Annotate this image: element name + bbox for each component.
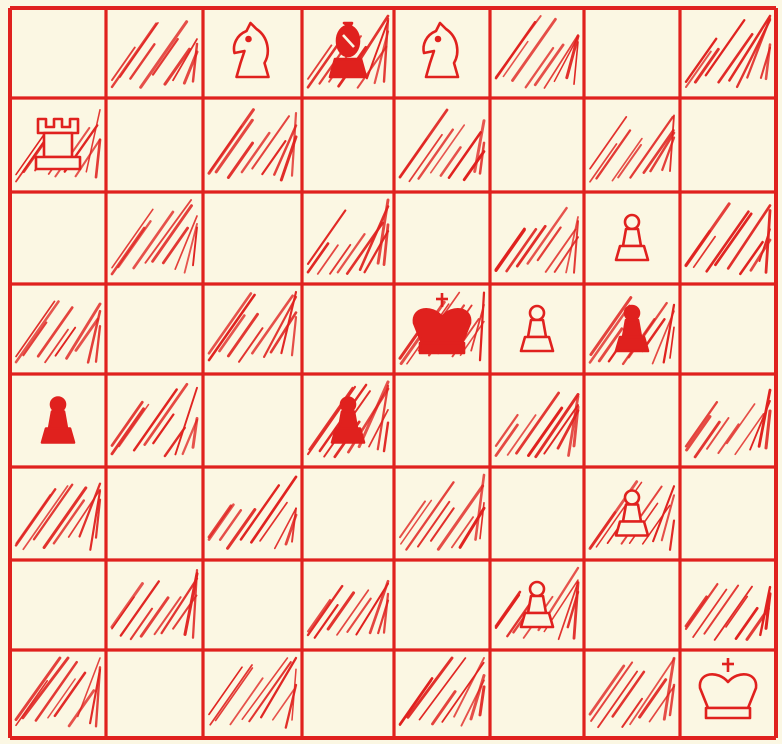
king-base: [420, 343, 464, 353]
pawn-head: [530, 306, 544, 320]
pawn-base: [332, 429, 364, 443]
bishop-base: [330, 59, 366, 77]
pawn-head: [625, 215, 639, 229]
pawn-base: [42, 429, 74, 443]
pawn-head: [341, 398, 355, 412]
pawn-body: [528, 596, 546, 613]
knight-eye: [436, 37, 440, 41]
pawn-head: [625, 306, 639, 320]
pawn-head: [530, 582, 544, 596]
pawn-base: [521, 337, 553, 351]
king-base: [706, 708, 750, 718]
pawn-head: [51, 398, 65, 412]
pawn-body: [623, 505, 641, 522]
rook-battlements: [38, 119, 78, 133]
rook-base: [36, 157, 80, 169]
pawn-body: [49, 412, 67, 429]
rook-tower: [44, 133, 72, 157]
pawn-body: [339, 412, 357, 429]
pawn-body: [528, 320, 546, 337]
pawn-head: [625, 491, 639, 505]
pawn-base: [616, 246, 648, 260]
pawn-body: [623, 320, 641, 337]
pawn-base: [616, 337, 648, 351]
pawn-base: [521, 613, 553, 627]
pawn-body: [623, 229, 641, 246]
knight-eye: [247, 37, 251, 41]
pawn-base: [616, 522, 648, 536]
